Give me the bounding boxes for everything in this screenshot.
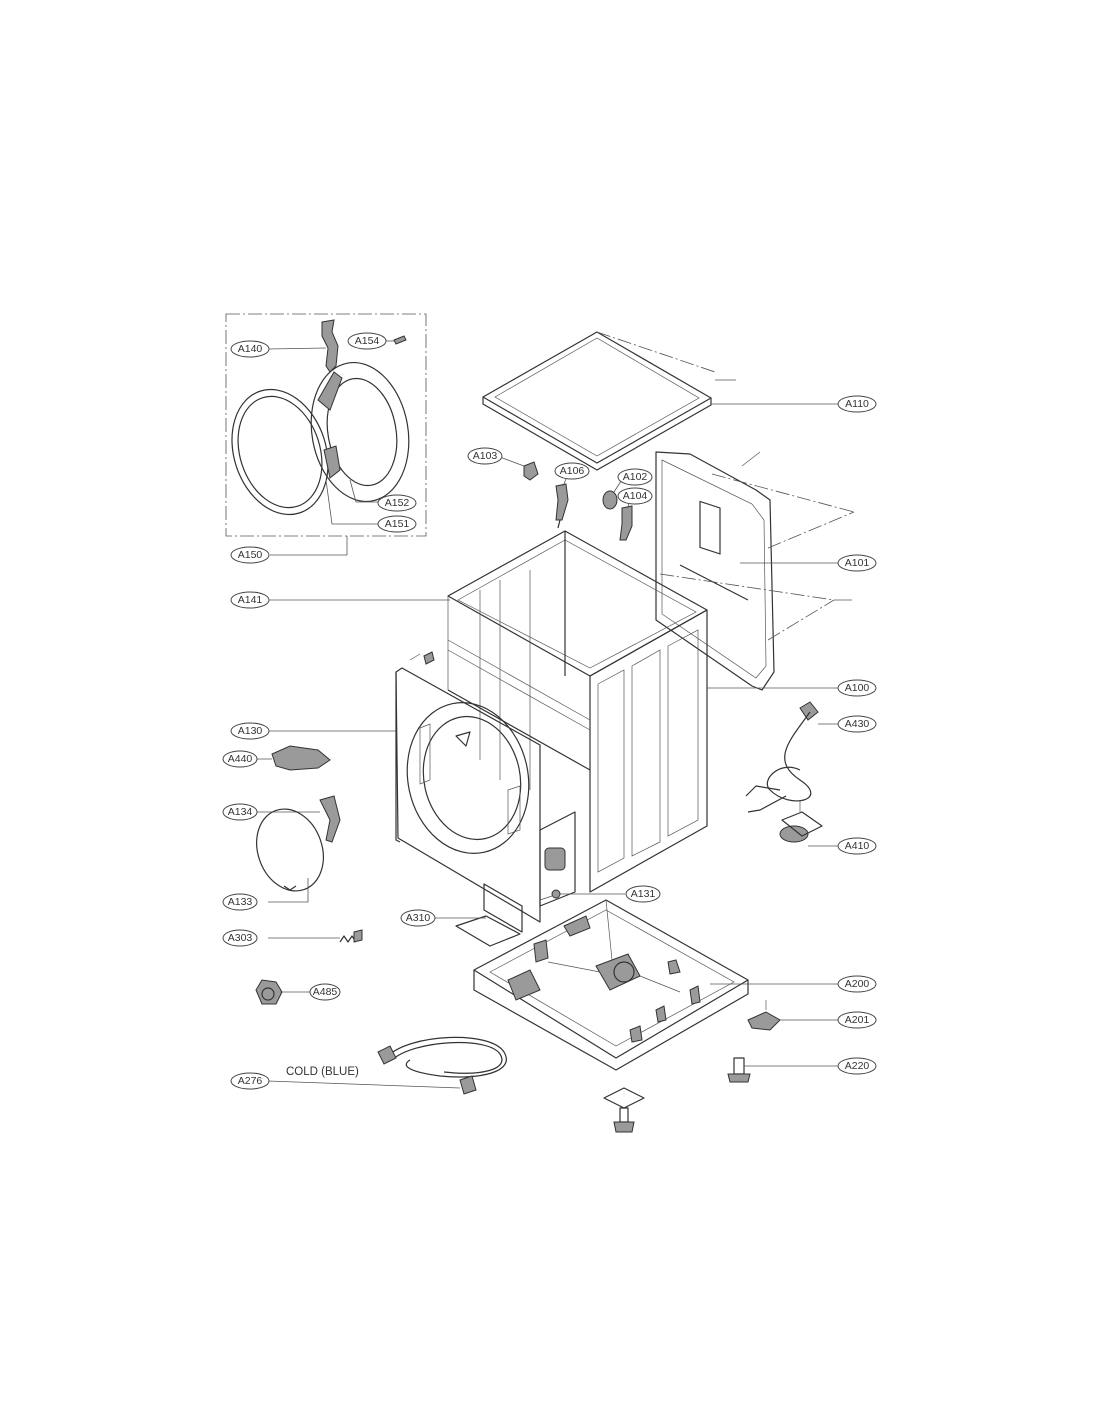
label-A101: A101 — [837, 554, 877, 572]
label-A106: A106 — [554, 462, 590, 480]
label-A133-text: A133 — [228, 896, 253, 908]
label-A134: A134 — [222, 803, 258, 821]
label-A303: A303 — [222, 929, 258, 947]
label-A410: A410 — [837, 837, 877, 855]
label-A150: A150 — [230, 546, 270, 564]
label-A104-text: A104 — [623, 490, 648, 502]
top-plate-part — [482, 331, 838, 471]
foot-bracket-part — [603, 1087, 645, 1133]
label-A133: A133 — [222, 893, 258, 911]
label-A151: A151 — [377, 515, 417, 533]
label-A100-text: A100 — [845, 682, 870, 694]
label-A430: A430 — [837, 715, 877, 733]
label-A151-text: A151 — [385, 518, 410, 530]
filter-cover-part — [435, 883, 523, 947]
label-A310: A310 — [400, 909, 436, 927]
inlet-hose-part — [267, 1036, 507, 1095]
label-A150-text: A150 — [238, 549, 263, 561]
label-A100: A100 — [837, 679, 877, 697]
label-A106-text: A106 — [560, 465, 585, 477]
label-A201: A201 — [837, 1011, 877, 1029]
front-panel-part — [268, 651, 541, 923]
label-A303-text: A303 — [228, 932, 253, 944]
label-A103-text: A103 — [473, 450, 498, 462]
spring-part — [268, 929, 363, 943]
label-A134-text: A134 — [228, 806, 253, 818]
label-A276-text: A276 — [238, 1075, 263, 1087]
label-A152: A152 — [377, 494, 417, 512]
label-A141-text: A141 — [238, 594, 263, 606]
clip-part — [496, 455, 539, 481]
label-A103: A103 — [467, 447, 503, 465]
bracket-part — [747, 1000, 838, 1031]
cold-blue-note: COLD (BLUE) — [286, 1066, 359, 1078]
label-A154-text: A154 — [355, 335, 380, 347]
label-A485-text: A485 — [313, 986, 338, 998]
door-glass-part — [231, 388, 378, 525]
label-A101-text: A101 — [845, 557, 870, 569]
label-A131: A131 — [625, 885, 661, 903]
door-frame-part — [310, 361, 410, 503]
label-A102-text: A102 — [623, 471, 648, 483]
label-A110-text: A110 — [845, 398, 869, 410]
valve-part-a104 — [619, 496, 633, 541]
door-lock-part — [254, 745, 331, 771]
label-A110: A110 — [837, 395, 877, 413]
door-handle-part — [254, 795, 341, 843]
label-A220-text: A220 — [845, 1060, 870, 1072]
label-A140: A140 — [230, 340, 270, 358]
door-hinge-part — [267, 319, 339, 373]
label-A410-text: A410 — [845, 840, 870, 852]
drain-pump-part — [255, 979, 310, 1005]
label-A102: A102 — [617, 468, 653, 486]
label-A310-text: A310 — [406, 912, 431, 924]
label-A200: A200 — [837, 975, 877, 993]
cabinet-part — [268, 530, 838, 907]
label-A130-text: A130 — [238, 725, 263, 737]
label-A220: A220 — [837, 1057, 877, 1075]
door-assembly-inset — [225, 313, 427, 556]
label-A140-text: A140 — [238, 343, 263, 355]
power-cord-part — [745, 701, 838, 813]
label-A130: A130 — [230, 722, 270, 740]
screw-part-a131 — [539, 889, 625, 901]
label-A152-text: A152 — [385, 497, 410, 509]
leveling-foot-part — [727, 1057, 838, 1083]
label-A200-text: A200 — [845, 978, 870, 990]
label-A154: A154 — [347, 332, 387, 350]
label-A430-text: A430 — [845, 718, 870, 730]
label-A485: A485 — [309, 983, 341, 1001]
back-panel-part — [655, 451, 855, 691]
label-A440: A440 — [222, 750, 258, 768]
label-A440-text: A440 — [228, 753, 253, 765]
hinge-screw-part — [384, 335, 407, 345]
valve-part-a106 — [555, 471, 570, 529]
label-A276: A276 — [230, 1072, 270, 1090]
gasket-wire-part — [256, 808, 324, 903]
base-frame-part — [473, 899, 838, 1071]
label-A131-text: A131 — [631, 888, 656, 900]
label-A104: A104 — [617, 487, 653, 505]
noise-filter-part — [779, 800, 838, 847]
cold-blue-text: COLD (BLUE) — [286, 1066, 359, 1078]
label-A141: A141 — [230, 591, 270, 609]
label-A201-text: A201 — [845, 1014, 870, 1026]
